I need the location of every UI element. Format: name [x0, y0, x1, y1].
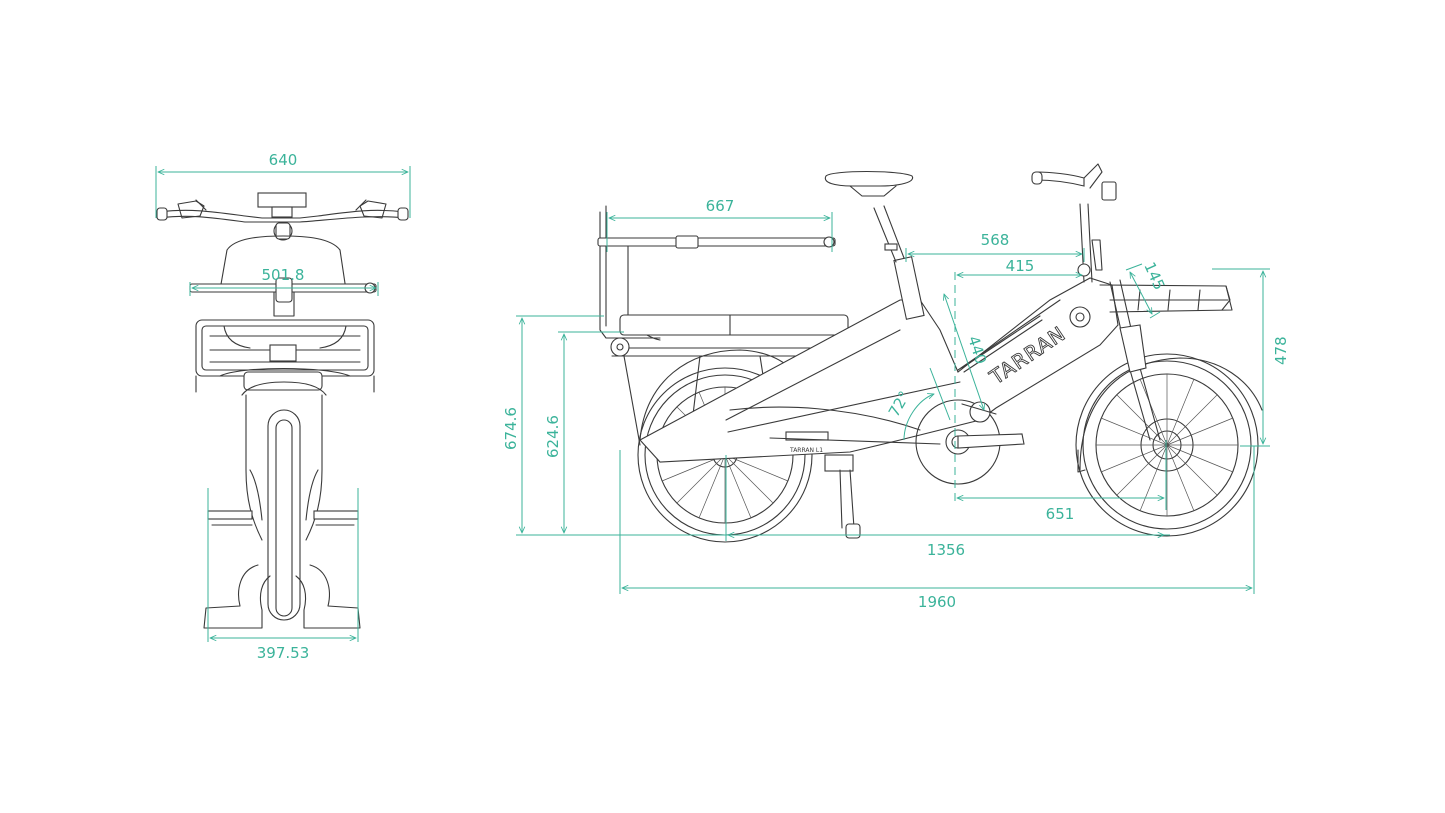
dim-rear-rack-length: 667 — [606, 197, 833, 252]
dim-overall-length: 1960 — [619, 446, 1255, 611]
front-basket — [189, 235, 377, 393]
dim-front-rack-depth: 145 — [1125, 259, 1168, 319]
saddle — [824, 170, 914, 197]
front-handlebar — [156, 192, 409, 241]
dim-label-674-6: 674.6 — [502, 407, 520, 450]
dim-label-651: 651 — [1046, 505, 1075, 523]
front-cockpit — [1031, 163, 1233, 441]
dim-label-624-6: 624.6 — [544, 415, 562, 458]
dim-label-568: 568 — [981, 231, 1010, 249]
dim-reach: 415 — [954, 257, 1082, 505]
dim-basket-width: 501.8 — [189, 266, 379, 296]
dim-reach-to-bar: 568 — [905, 231, 1085, 262]
dim-label-397-53: 397.53 — [257, 644, 310, 662]
dim-label-640: 640 — [269, 151, 298, 169]
bike-frame: TARRAN TARRAN L1 — [639, 205, 1119, 539]
dim-handlebar-width: 640 — [155, 151, 411, 218]
dim-label-501-8: 501.8 — [262, 266, 305, 284]
side-view: TARRAN TARRAN L1 — [502, 163, 1290, 611]
dim-label-415: 415 — [1006, 257, 1035, 275]
dim-bb-to-front-axle: 651 — [957, 440, 1167, 523]
front-kickstand — [203, 564, 361, 629]
dim-label-145: 145 — [1140, 259, 1168, 292]
dim-rear-rack-height: 674.6 — [502, 315, 604, 533]
dim-deck-height: 624.6 — [544, 331, 624, 533]
dim-label-440: 440 — [964, 334, 990, 367]
dim-wheelbase: 1356 — [725, 455, 1164, 559]
front-wheel — [1075, 353, 1263, 537]
model-label: TARRAN L1 — [789, 447, 823, 454]
dim-label-1960: 1960 — [918, 593, 956, 611]
dim-label-478: 478 — [1272, 336, 1290, 365]
dim-stand-width: 397.53 — [207, 488, 359, 662]
front-view: 640 501.8 397.53 — [155, 151, 411, 662]
dim-label-1356: 1356 — [927, 541, 965, 559]
dim-label-667: 667 — [706, 197, 735, 215]
dim-front-rack-height: 478 — [1212, 268, 1290, 447]
front-wheel-front-view — [241, 381, 327, 621]
